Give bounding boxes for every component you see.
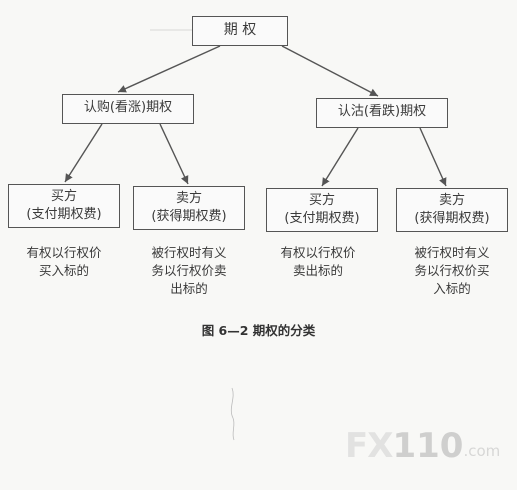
role-description-put-seller: 被行权时有义 务以行权价买 入标的	[396, 244, 508, 298]
description-line: 出标的	[170, 281, 208, 296]
arrow-call-to-buyer	[64, 123, 103, 183]
description-line: 务以行权价卖	[151, 263, 227, 278]
role-description-put-buyer: 有权以行权价 卖出标的	[262, 244, 374, 280]
role-box-call-buyer: 买方 (支付期权费)	[8, 184, 120, 228]
role-title: 卖方	[438, 193, 465, 208]
description-line: 被行权时有义	[414, 245, 490, 260]
role-subtitle: (支付期权费)	[26, 207, 102, 222]
category-box-call: 认购(看涨)期权	[62, 94, 194, 124]
role-description-call-seller: 被行权时有义 务以行权价卖 出标的	[133, 244, 245, 298]
role-title: 买方	[308, 193, 335, 208]
category-label-call: 认购(看涨)期权	[83, 100, 173, 115]
watermark-fx: FX	[345, 426, 393, 466]
description-line: 入标的	[433, 281, 471, 296]
scan-mark	[230, 387, 235, 441]
description-line: 务以行权价买	[414, 263, 490, 278]
arrow-put-to-seller	[419, 127, 447, 187]
description-line: 有权以行权价	[280, 245, 356, 260]
description-line: 买入标的	[38, 263, 89, 278]
role-subtitle: (支付期权费)	[284, 211, 360, 226]
watermark-domain: .com	[463, 442, 501, 460]
description-line: 被行权时有义	[151, 245, 227, 260]
role-box-put-seller: 卖方 (获得期权费)	[396, 188, 508, 232]
arrow-root-to-put	[281, 45, 379, 97]
figure-caption: 图 6—2 期权的分类	[201, 323, 316, 338]
category-box-put: 认沽(看跌)期权	[316, 98, 448, 128]
root-box-options: 期 权	[192, 16, 288, 46]
role-box-call-seller: 卖方 (获得期权费)	[133, 186, 245, 230]
arrow-put-to-buyer	[321, 127, 359, 187]
root-label: 期 权	[223, 22, 257, 38]
role-description-call-buyer: 有权以行权价 买入标的	[8, 244, 120, 280]
category-label-put: 认沽(看跌)期权	[337, 104, 427, 119]
watermark-logo: FX 110 .com	[345, 426, 501, 466]
watermark-number: 110	[392, 426, 464, 466]
arrow-root-to-call	[117, 45, 221, 93]
role-box-put-buyer: 买方 (支付期权费)	[266, 188, 378, 232]
description-line: 卖出标的	[292, 263, 343, 278]
role-subtitle: (获得期权费)	[414, 211, 490, 226]
role-subtitle: (获得期权费)	[151, 209, 227, 224]
role-title: 卖方	[175, 191, 202, 206]
role-title: 买方	[50, 189, 77, 204]
arrow-call-to-seller	[159, 123, 189, 185]
description-line: 有权以行权价	[26, 245, 102, 260]
